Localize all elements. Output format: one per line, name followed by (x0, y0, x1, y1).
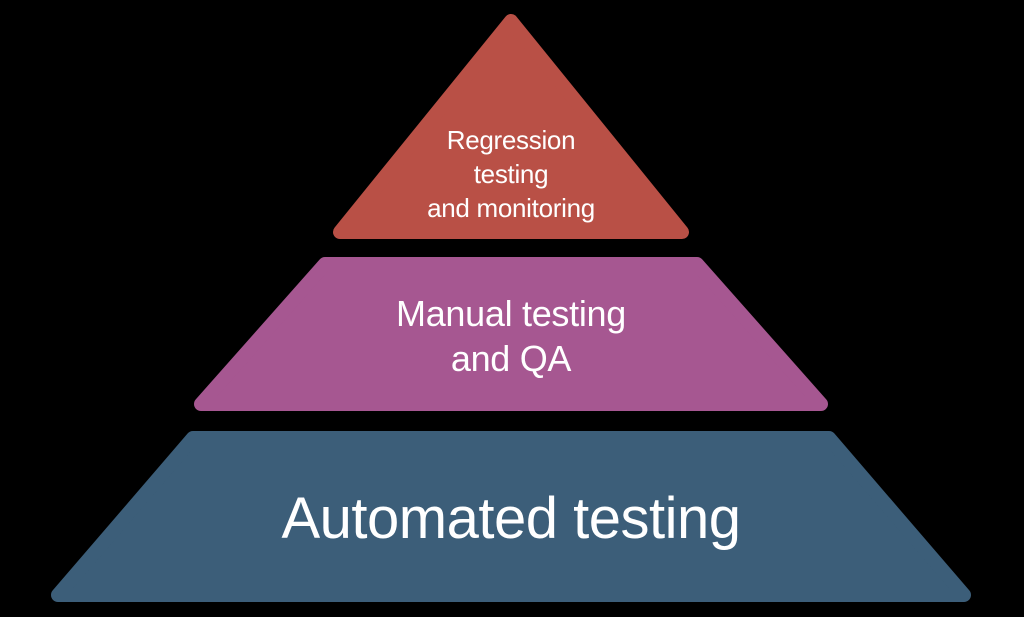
tier-regression-label-line-2: testing (473, 159, 549, 189)
tier-regression-label: Regression testing and monitoring (427, 123, 595, 225)
tier-regression-label-line-3: and monitoring (427, 193, 595, 223)
tier-manual-shape (194, 257, 828, 411)
tier-automated-label-line-1: Automated testing (281, 486, 741, 551)
tier-automated-label: Automated testing (281, 486, 741, 551)
tier-manual-label-line-1: Manual testing (396, 293, 626, 334)
tier-manual-label: Manual testing and QA (396, 291, 626, 381)
tier-manual-label-line-2: and QA (450, 338, 572, 379)
tier-regression-label-line-1: Regression (446, 125, 576, 155)
tier-regression-shape (333, 14, 689, 239)
tier-automated-shape (51, 431, 971, 602)
